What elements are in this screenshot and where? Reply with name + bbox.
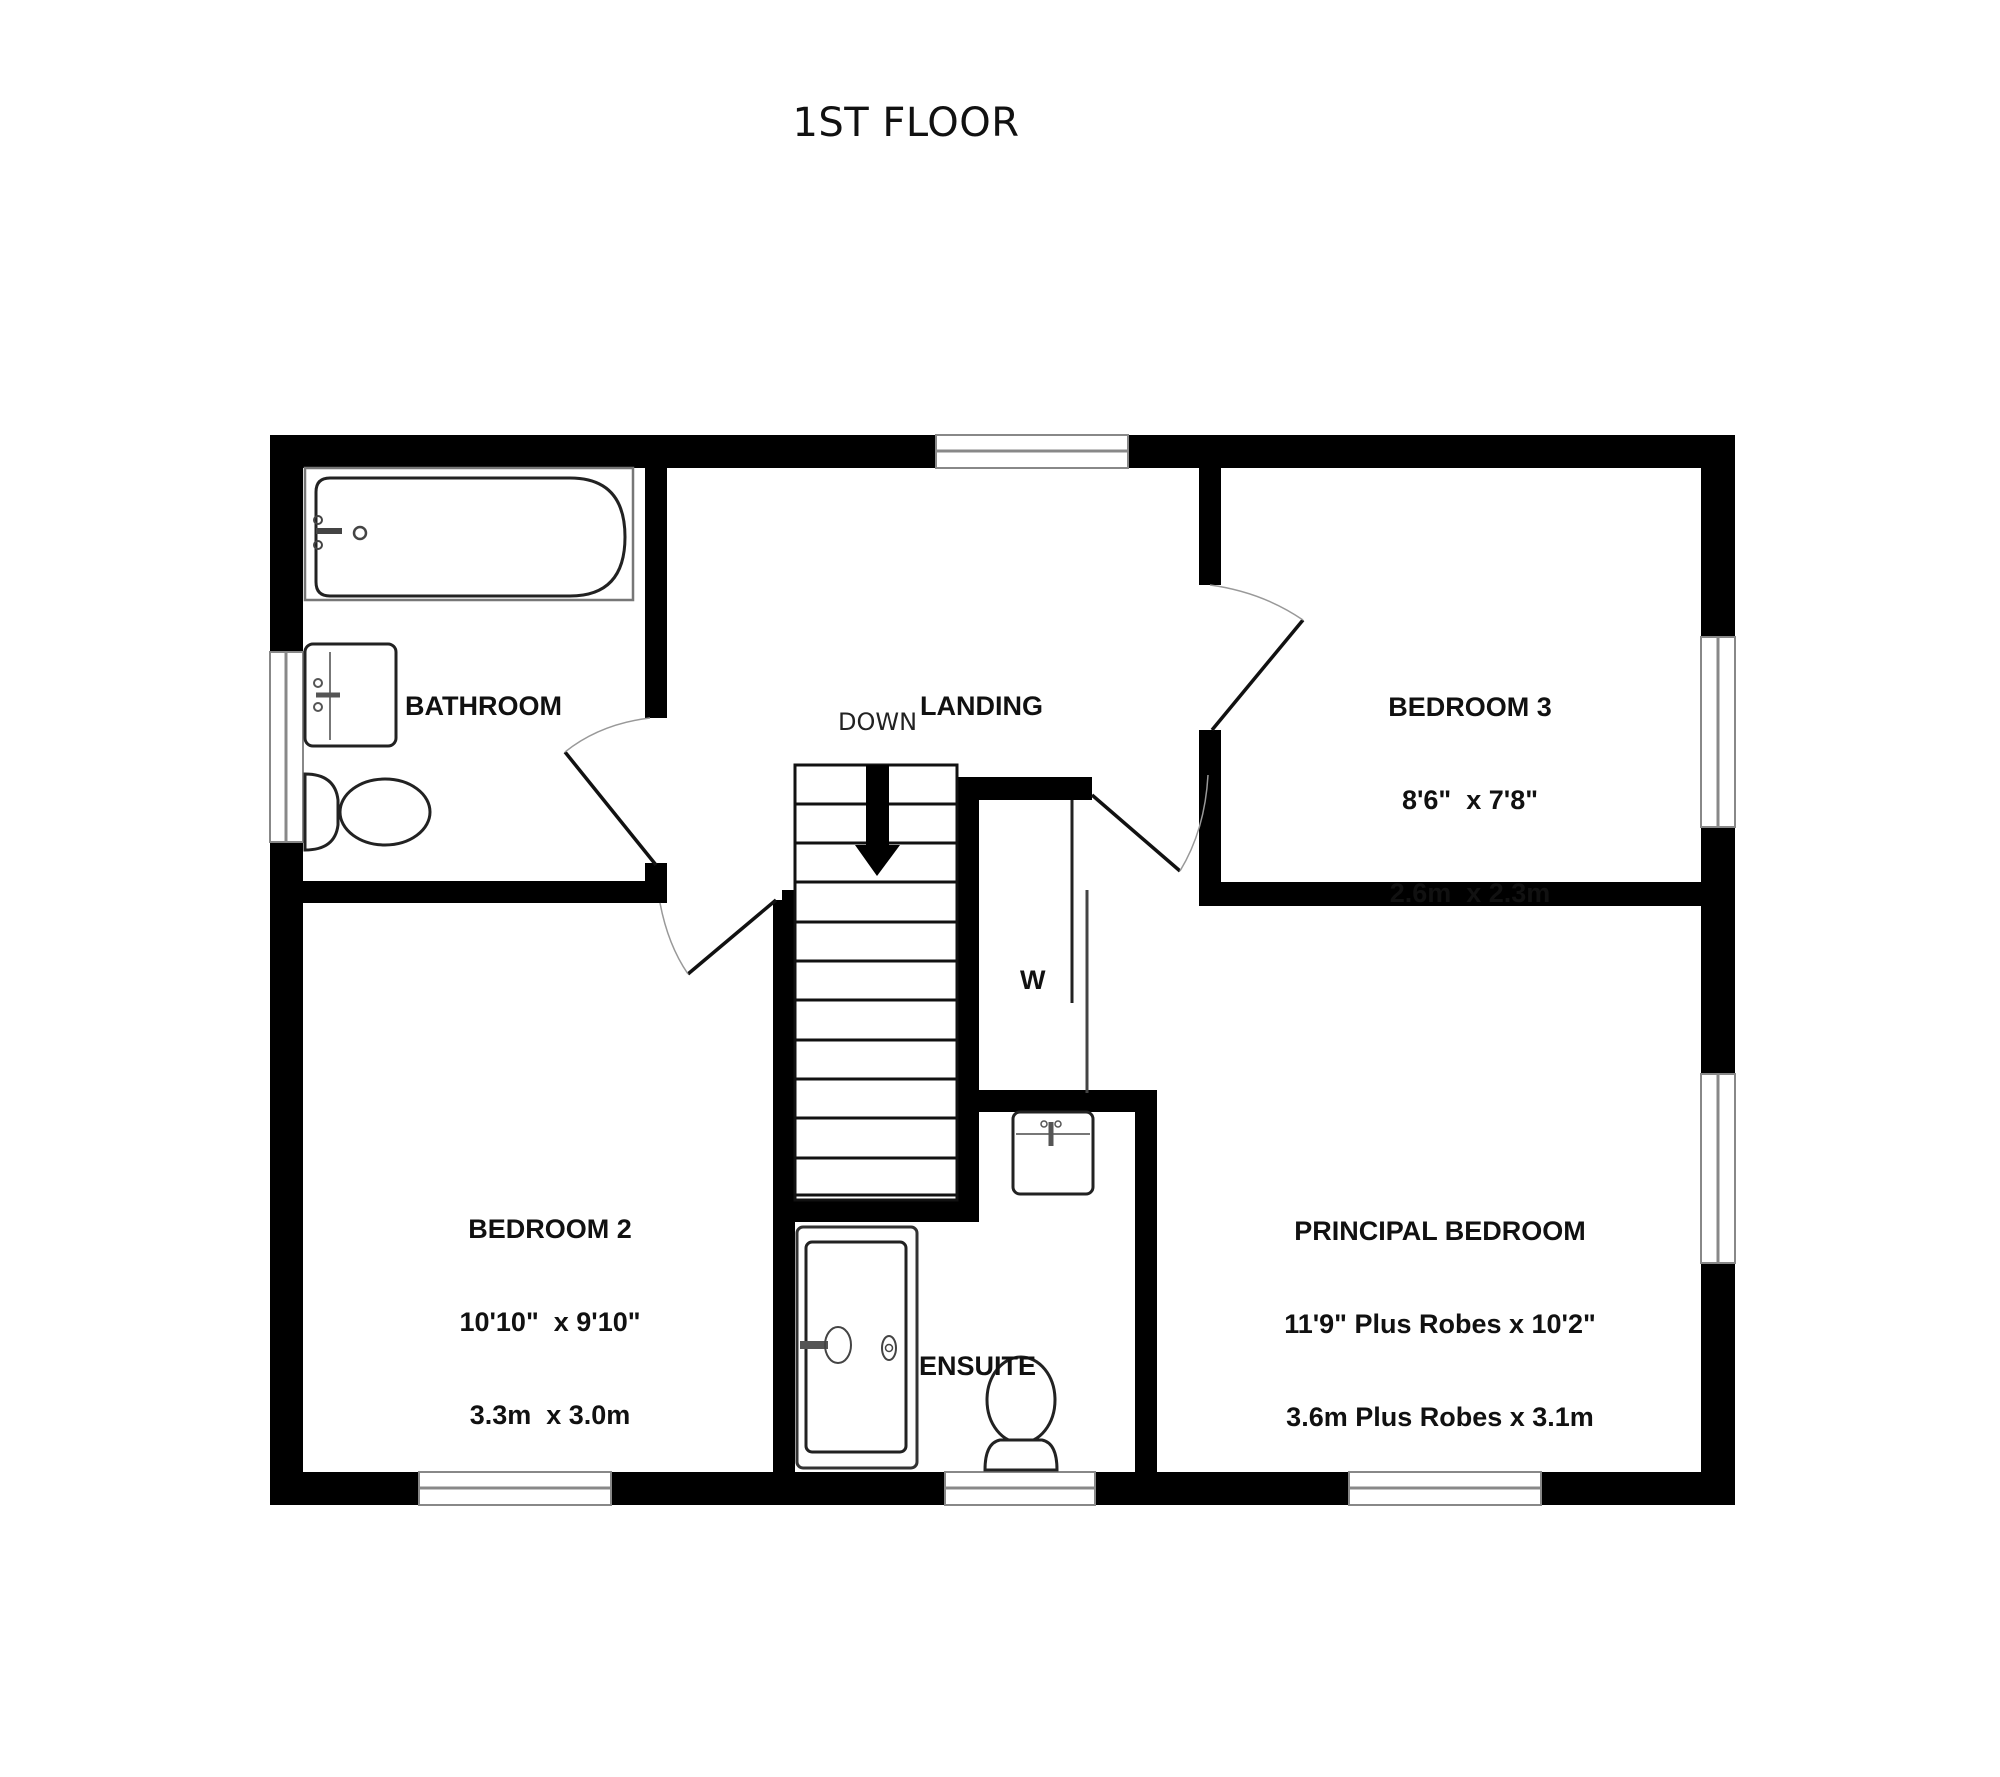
room-name: ENSUITE <box>918 1351 1037 1381</box>
room-label-ensuite: ENSUITE <box>900 1320 1040 1382</box>
room-label-principal-bedroom: PRINCIPAL BEDROOM 11'9" Plus Robes x 10'… <box>1220 1154 1660 1464</box>
shower-tray-icon <box>795 1225 919 1470</box>
room-dimensions-imperial: 11'9" Plus Robes x 10'2" <box>1284 1309 1596 1339</box>
window-ensuite-bottom <box>944 1471 1096 1506</box>
room-name: BEDROOM 2 <box>468 1214 632 1244</box>
room-name: W <box>1020 965 1046 995</box>
room-label-wardrobe: W <box>1005 934 1045 996</box>
room-dimensions-metric: 2.6m x 2.3m <box>1389 878 1551 908</box>
basin-icon <box>1011 1110 1095 1196</box>
room-dimensions-metric: 3.3m x 3.0m <box>469 1400 631 1430</box>
internal-walls <box>303 468 1701 1472</box>
stair-direction-label: DOWN <box>838 708 918 736</box>
windows <box>269 434 1736 1506</box>
toilet-icon <box>303 772 432 852</box>
room-name: PRINCIPAL BEDROOM <box>1294 1216 1586 1246</box>
staircase <box>793 763 959 1202</box>
door-principal <box>1090 774 1209 873</box>
room-label-bedroom3: BEDROOM 3 8'6" x 7'8" 2.6m x 2.3m <box>1330 630 1610 940</box>
window-landing-top <box>935 434 1129 469</box>
room-dimensions-imperial: 10'10" x 9'10" <box>459 1307 641 1337</box>
window-bedroom3-right <box>1700 636 1736 828</box>
door-bedroom2 <box>659 898 778 976</box>
door-bathroom <box>563 717 658 867</box>
room-label-bedroom2: BEDROOM 2 10'10" x 9'10" 3.3m x 3.0m <box>400 1152 700 1462</box>
room-label-landing: LANDING <box>856 660 1092 722</box>
window-principal-bottom <box>1348 1471 1542 1506</box>
toilet-icon <box>983 1355 1059 1472</box>
stair-down-arrow-icon <box>855 765 900 876</box>
window-bathroom-left <box>269 651 304 843</box>
door-bedroom3 <box>1209 584 1305 732</box>
doors <box>563 584 1305 976</box>
floor-title: 1ST FLOOR <box>792 100 1020 146</box>
room-dimensions-metric: 3.6m Plus Robes x 3.1m <box>1286 1402 1594 1432</box>
room-label-bathroom: BATHROOM <box>386 660 566 722</box>
bath-icon <box>303 466 635 602</box>
room-name: LANDING <box>920 691 1043 721</box>
window-bedroom2-bottom <box>418 1471 612 1506</box>
basin-icon <box>303 642 398 748</box>
wardrobe-sliding-doors <box>1070 800 1089 1093</box>
room-name: BEDROOM 3 <box>1388 692 1552 722</box>
window-principal-right <box>1700 1073 1736 1264</box>
room-name: BATHROOM <box>405 691 562 721</box>
room-dimensions-imperial: 8'6" x 7'8" <box>1401 785 1539 815</box>
